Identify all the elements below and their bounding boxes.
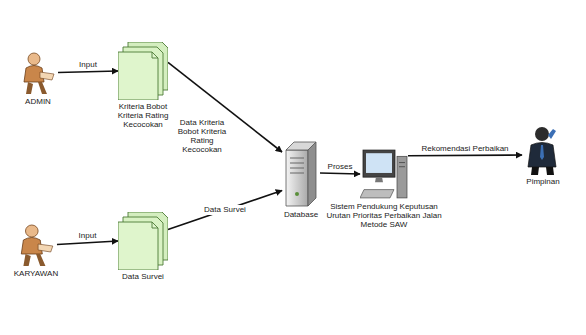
doc-icon xyxy=(118,42,168,100)
person-actor: ADMIN xyxy=(18,50,58,106)
node-label: Sistem Pendukung Keputusan Urutan Priori… xyxy=(324,202,444,230)
edge-label: Input xyxy=(78,60,98,69)
node-label: ADMIN xyxy=(18,97,58,106)
database-server: Database xyxy=(282,138,320,219)
flow-arrow xyxy=(57,241,118,245)
document-stack: Kriteria Bobot Kriteria Rating Kecocokan xyxy=(115,42,171,130)
node-label: KARYAWAN xyxy=(14,269,58,278)
person-actor: KARYAWAN xyxy=(14,222,58,278)
doc-icon xyxy=(118,212,168,270)
flow-arrow xyxy=(58,71,118,73)
person-actor: Pimpinan xyxy=(522,125,564,186)
node-label: Kriteria Bobot Kriteria Rating Kecocokan xyxy=(115,102,171,130)
edge-label: Data Survei xyxy=(203,205,247,214)
flow-arrow xyxy=(320,173,360,174)
document-stack: Data Survei xyxy=(118,212,168,281)
edge-label: Data Kriteria Bobot Kriteria Rating Keco… xyxy=(173,118,231,155)
node-label: Data Survei xyxy=(118,272,168,281)
db-icon xyxy=(282,138,320,208)
computer-system: Sistem Pendukung Keputusan Urutan Priori… xyxy=(324,148,444,230)
admin-icon xyxy=(15,222,57,267)
flow-arrow xyxy=(408,154,522,156)
edge-label: Proses xyxy=(327,162,354,171)
node-label: Pimpinan xyxy=(522,177,564,186)
node-label: Database xyxy=(282,210,320,219)
edge-label: Input xyxy=(78,231,98,240)
flow-arrow xyxy=(168,191,282,230)
pc-icon xyxy=(360,148,408,200)
edge-label: Rekomendasi Perbaikan xyxy=(420,144,509,153)
lead-icon xyxy=(522,125,564,175)
admin-icon xyxy=(18,50,58,95)
